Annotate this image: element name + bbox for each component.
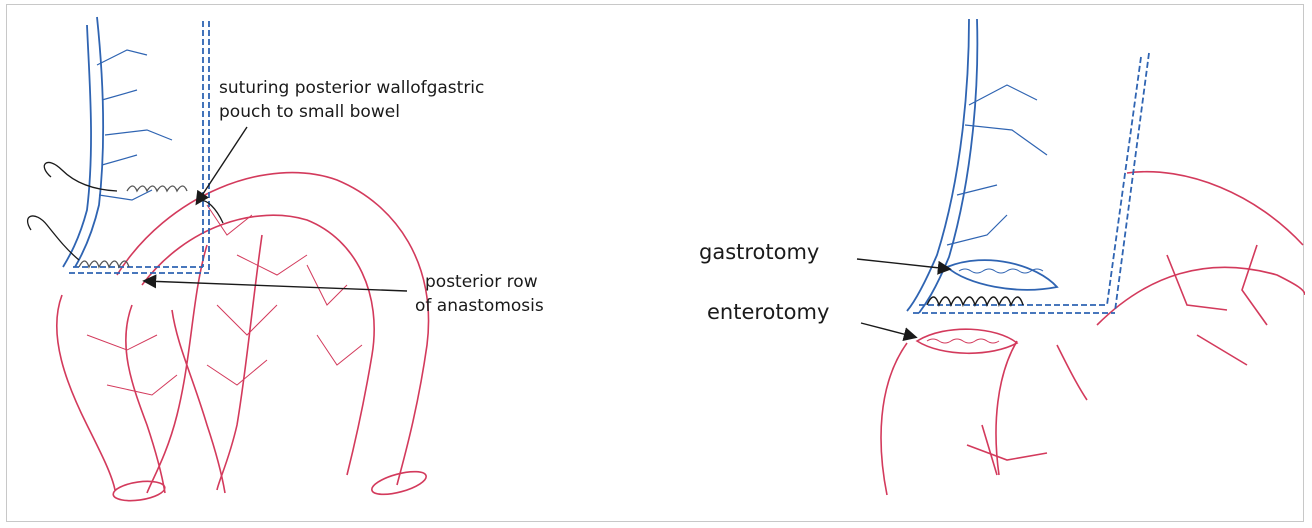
posterior-sutures (28, 162, 223, 267)
enterotomy-arrow (861, 323, 915, 337)
gastrotomy-label: gastrotomy (699, 240, 819, 264)
small-bowel-loop (57, 173, 429, 504)
small-bowel (881, 172, 1305, 495)
posterior-row-line1: posterior row (425, 272, 538, 292)
suture-arrow (197, 127, 247, 203)
right-panel: gastrotomy enterotomy (699, 19, 1305, 495)
anastomosis-diagram: suturing posterior wallofgastric pouch t… (7, 5, 1305, 523)
suture-label-line2: pouch to small bowel (219, 102, 400, 122)
figure-frame: suturing posterior wallofgastric pouch t… (6, 4, 1304, 522)
posterior-row-line2: of anastomosis (415, 296, 544, 316)
gastric-pouch (63, 17, 209, 273)
suture-label-line1: suturing posterior wallofgastric (219, 78, 484, 98)
left-panel: suturing posterior wallofgastric pouch t… (28, 17, 544, 504)
enterotomy-label: enterotomy (707, 300, 829, 324)
anastomosis-sutures (927, 297, 1023, 305)
